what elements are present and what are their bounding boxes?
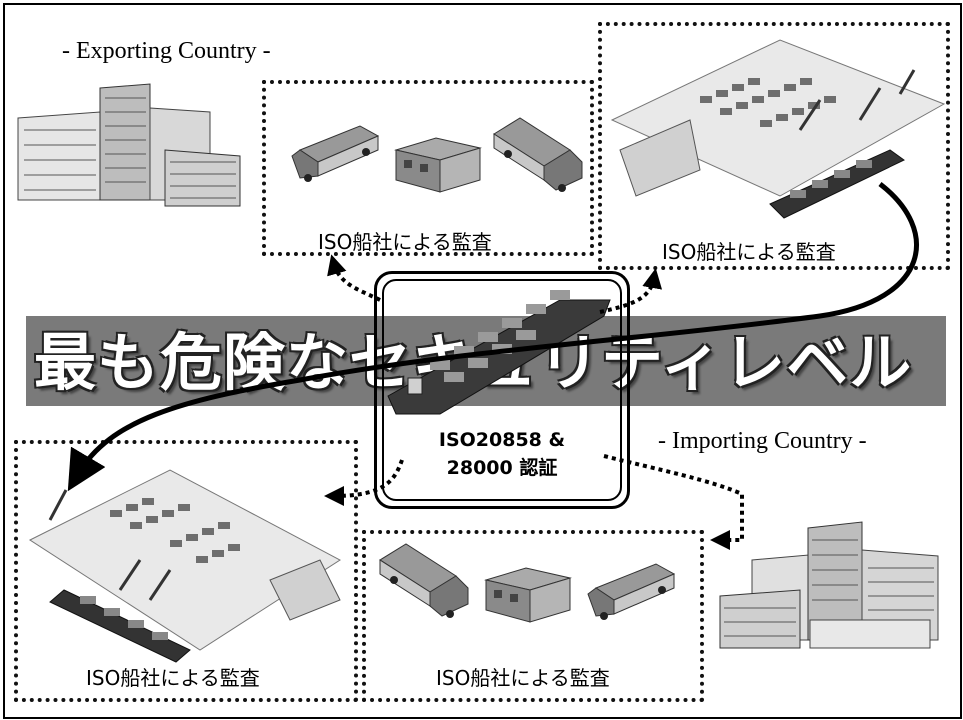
import-logistics-box [362,530,704,702]
office-buildings-icon [719,521,939,649]
truck-icon [291,125,380,182]
container-ship-icon [769,149,905,219]
warehouse-icon [394,137,482,193]
shipping-route-arrow [67,182,919,492]
truck-icon [587,563,676,620]
export-logistics-audit-label: ISO船社による監査 [318,230,492,254]
import-port-box [14,440,358,702]
export-port-audit-label: ISO船社による監査 [662,240,836,264]
container-ship-icon [387,290,611,415]
import-port-audit-label: ISO船社による監査 [86,666,260,690]
certification-box-inner [382,279,622,501]
export-port-box [598,22,950,270]
certification-box-outer [374,271,630,509]
port-icon [610,39,946,197]
export-logistics-box [262,80,594,256]
certification-line-2: 28000 認証 [446,457,558,479]
warehouse-icon [484,567,572,623]
truck-icon [493,117,583,192]
office-buildings-icon [17,83,241,207]
outer-frame [3,3,962,719]
certification-line-1: ISO20858 & [438,429,566,451]
port-icon [28,469,341,651]
truck-icon [379,543,469,618]
importing-country-heading: - Importing Country - [658,428,867,454]
import-logistics-audit-label: ISO船社による監査 [436,666,610,690]
exporting-country-heading: - Exporting Country - [62,38,271,64]
certification-label: ISO20858 & 28000 認証 [394,426,610,482]
container-ship-icon [49,589,191,663]
